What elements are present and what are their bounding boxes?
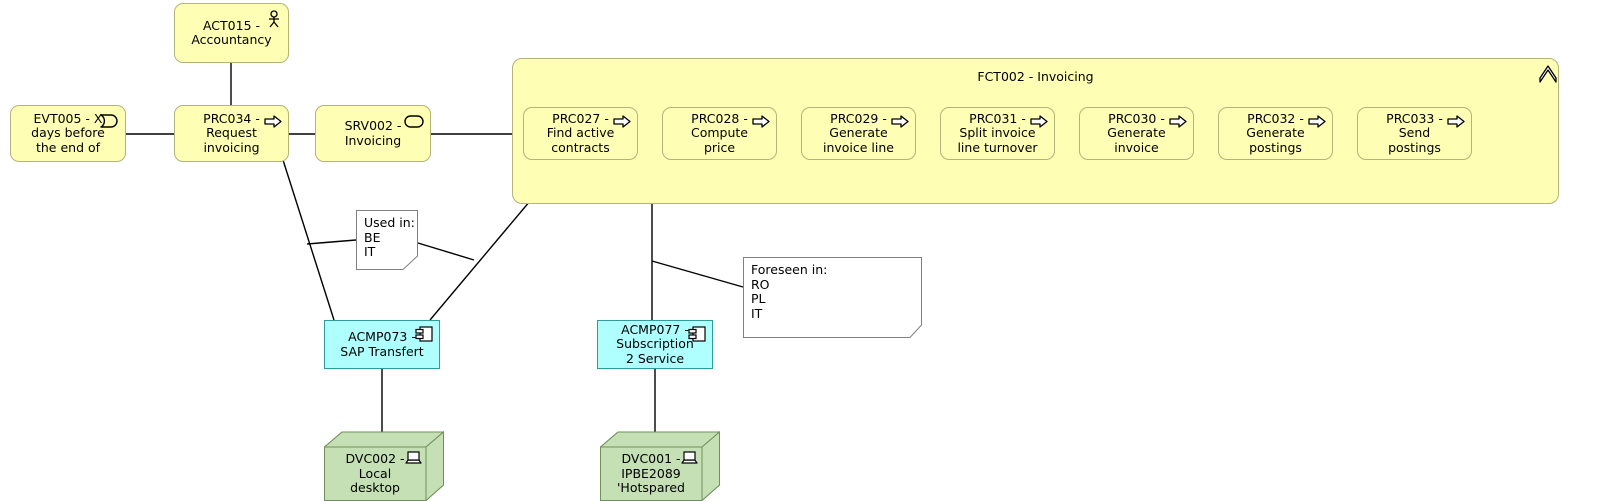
node-label-line2: Generate [1246,125,1305,141]
node-label-line3: contracts [551,139,610,155]
component-icon [415,326,433,342]
node-label-line2: days before [31,125,105,141]
node-acmp077-subscription-2-service[interactable]: ACMP077 - Subscription 2 Service [597,320,713,369]
node-label-line3: the end of [35,139,101,155]
node-dvc002-local-desktop[interactable]: DVC002 - Local desktop [324,425,444,501]
node-act015-accountancy[interactable]: ACT015 - Accountancy [174,3,289,63]
node-label-line1: ACMP077 - [621,321,689,337]
node-label-line3: 2 Service [625,350,685,366]
note-foreseen-in-text: Foreseen in: RO PL IT [743,257,922,328]
note-foreseen-in[interactable]: Foreseen in: RO PL IT [743,257,922,338]
node-prc030-generate-invoice[interactable]: PRC030 - Generate invoice [1079,107,1194,160]
leader-used-in-left [306,239,357,245]
node-label-line3: 'Hotspared [617,480,685,495]
node-label-line3: postings [1388,139,1441,155]
process-arrow-icon [264,115,282,128]
node-label-line3: invoicing [203,139,260,155]
service-icon [404,115,424,128]
node-prc027-find-active-contracts[interactable]: PRC027 - Find active contracts [523,107,638,160]
connector-prc034-acmp073 [282,159,335,321]
node-label-line2: IPBE2089 [621,465,681,481]
node-evt005-x-days-before[interactable]: EVT005 - X days before the end of [10,105,126,162]
node-prc028-compute-price[interactable]: PRC028 - Compute price [662,107,777,160]
node-label-line3: desktop [350,480,400,495]
node-label-line3: postings [1249,139,1302,155]
node-label-line2: Subscription [616,336,694,352]
actor-icon [269,10,279,28]
node-label-line2: Compute [690,125,748,141]
process-arrow-icon [752,115,770,128]
process-arrow-icon [613,115,631,128]
node-label-line1: EVT005 - X [33,110,103,126]
node-label-line2: Find active [546,125,615,141]
node-label-line1: PRC027 - [552,110,609,126]
node-prc029-generate-invoice-line[interactable]: PRC029 - Generate invoice line [801,107,916,160]
node-label-line2: Generate [1107,125,1166,141]
node-label-line1: PRC034 - [203,110,260,126]
node-label-line2: Generate [829,125,888,141]
node-label-line2: Accountancy [191,32,272,47]
group-title: FCT002 - Invoicing [977,69,1094,84]
leader-used-in-right [417,242,475,261]
node-label-line1: PRC029 - [830,110,887,126]
node-label-line3: invoice line [822,139,894,155]
node-dvc001-ipbe2089-hotspared[interactable]: DVC001 - IPBE2089 'Hotspared [600,425,720,501]
node-label-line1: DVC002 - [345,451,405,466]
node-prc034-request-invoicing[interactable]: PRC034 - Request invoicing [174,105,289,162]
device-label-face: DVC002 - Local desktop [324,447,426,501]
process-arrow-icon [1169,115,1187,128]
node-label-line1: DVC001 - [621,451,681,466]
note-line: Foreseen in: [751,262,828,277]
node-acmp073-sap-transfert[interactable]: ACMP073 - SAP Transfert [324,320,440,369]
node-label-line1: PRC031 - [969,110,1026,126]
node-label-line1: PRC033 - [1386,110,1443,126]
node-label-line2: Request [206,125,257,141]
node-label-line3: invoice [1114,139,1159,155]
node-label-line2: Send [1398,125,1431,141]
node-label-line1: ACT015 - [202,17,261,33]
node-label-line1: PRC028 - [691,110,748,126]
node-label-line1: ACMP073 - [348,329,416,344]
note-line: IT [751,305,763,321]
process-arrow-icon [891,115,909,128]
node-label-line2: Split invoice [959,125,1036,141]
note-used-in[interactable]: Used in: BE IT [356,210,418,270]
node-prc032-generate-postings[interactable]: PRC032 - Generate postings [1218,107,1333,160]
note-line: PL [751,291,766,307]
device-label-face: DVC001 - IPBE2089 'Hotspared [600,447,702,501]
node-label-line2: Invoicing [344,132,402,148]
note-line: BE [364,229,381,245]
node-label-line1: SRV002 - [344,118,402,133]
note-line: Used in: [364,215,415,230]
note-shape [743,257,922,338]
node-label-line1: PRC032 - [1247,110,1304,126]
node-srv002-invoicing[interactable]: SRV002 - Invoicing [315,105,431,162]
note-shape [356,210,418,270]
process-arrow-icon [1447,115,1465,128]
node-label-line2: Local [358,465,392,481]
node-label-line2: SAP Transfert [340,343,424,359]
node-prc031-split-invoice-line-turnover[interactable]: PRC031 - Split invoice line turnover [940,107,1055,160]
leader-foreseen-in [651,260,744,288]
node-prc033-send-postings[interactable]: PRC033 - Send postings [1357,107,1472,160]
note-line: IT [364,244,376,260]
node-label-line1: PRC030 - [1108,110,1165,126]
node-label-line3: price [703,139,736,155]
note-used-in-text: Used in: BE IT [356,210,418,266]
process-arrow-icon [1308,115,1326,128]
connector-fct002-acmp073 [429,200,531,321]
node-label-line3: line turnover [957,139,1038,155]
note-line: RO [751,276,770,292]
